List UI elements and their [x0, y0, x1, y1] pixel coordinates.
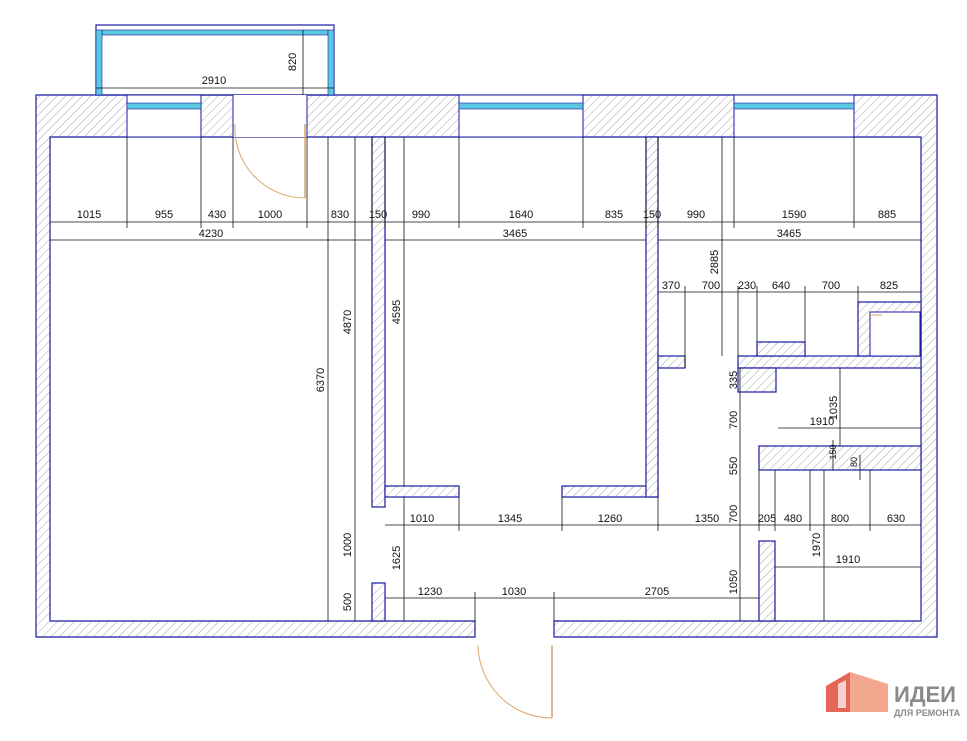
dim-bath-700: 700: [728, 411, 740, 429]
dim-top-5: 830: [331, 209, 349, 221]
dim-lower-1: 1010: [410, 513, 434, 525]
dim-lower-2: 1345: [498, 513, 522, 525]
dim-top-8: 1640: [509, 209, 533, 221]
dim-lower-9: 630: [887, 513, 905, 525]
dim-bottom-4: 1910: [836, 554, 860, 566]
dim-top-9: 835: [605, 209, 623, 221]
dim-kitchen-3: 230: [738, 280, 756, 292]
dim-top-1: 1015: [77, 209, 101, 221]
dim-corridor-1000: 1000: [342, 533, 354, 557]
dim-mid-height: 4595: [391, 300, 403, 324]
dim-kitchen-1: 370: [662, 280, 680, 292]
dim-top-12: 1590: [782, 209, 806, 221]
dim-left-inner: 4870: [342, 310, 354, 334]
dim-lower-4: 1350: [695, 513, 719, 525]
dim-lower-8: 800: [831, 513, 849, 525]
logo-line2: ДЛЯ РЕМОНТА: [894, 708, 961, 718]
dim-top-11: 990: [687, 209, 705, 221]
dim-top-10: 150: [643, 209, 661, 221]
dim-corridor-500: 500: [342, 593, 354, 611]
dim-top-13: 885: [878, 209, 896, 221]
dim-lower-5: 700: [728, 505, 740, 523]
dim-kitchen-5: 700: [822, 280, 840, 292]
dim-second-1: 4230: [199, 228, 223, 240]
interior-walls: [371, 136, 922, 622]
dim-top-2: 955: [155, 209, 173, 221]
dim-left-height: 6370: [315, 368, 327, 392]
dimension-lines: [50, 30, 921, 621]
dim-corridor-1050: 1050: [728, 570, 740, 594]
dim-bath-550: 550: [728, 457, 740, 475]
dim-lower-6: 205: [758, 513, 776, 525]
balcony: [95, 24, 335, 96]
dim-corridor-1970: 1970: [811, 533, 823, 557]
dim-balcony-depth: 820: [287, 53, 299, 71]
dim-bottom-2: 1030: [502, 586, 526, 598]
dim-right-vertical: 2885: [709, 250, 721, 274]
dim-second-2: 3465: [503, 228, 527, 240]
dim-bottom-1: 1230: [418, 586, 442, 598]
doors: [234, 123, 882, 719]
dim-lower-7: 480: [784, 513, 802, 525]
dim-top-3: 430: [208, 209, 226, 221]
top-wall: [35, 94, 938, 638]
dim-bath-1910: 1910: [810, 416, 834, 428]
dim-top-4: 1000: [258, 209, 282, 221]
dim-bath-80: 80: [849, 457, 859, 467]
logo-line1: ИДЕИ: [894, 682, 956, 707]
house-icon: [826, 672, 888, 712]
exterior-walls: [35, 94, 938, 638]
dim-bath-150: 150: [828, 444, 838, 459]
dim-balcony-width: 2910: [202, 75, 226, 87]
dimension-labels: 2910 820 1015 955 430 1000 830 150 990 1…: [77, 53, 905, 611]
dim-bath-335: 335: [728, 371, 740, 389]
dim-kitchen-6: 825: [880, 280, 898, 292]
dim-kitchen-4: 640: [772, 280, 790, 292]
dim-top-6: 150: [369, 209, 387, 221]
dim-kitchen-2: 700: [702, 280, 720, 292]
dim-second-3: 3465: [777, 228, 801, 240]
dim-lower-3: 1260: [598, 513, 622, 525]
dim-top-7: 990: [412, 209, 430, 221]
dim-corridor-1625: 1625: [391, 546, 403, 570]
windows: [126, 94, 855, 138]
logo: ИДЕИ ДЛЯ РЕМОНТА: [826, 672, 961, 718]
dim-bottom-3: 2705: [645, 586, 669, 598]
dim-bath-1035: 1035: [828, 396, 840, 420]
